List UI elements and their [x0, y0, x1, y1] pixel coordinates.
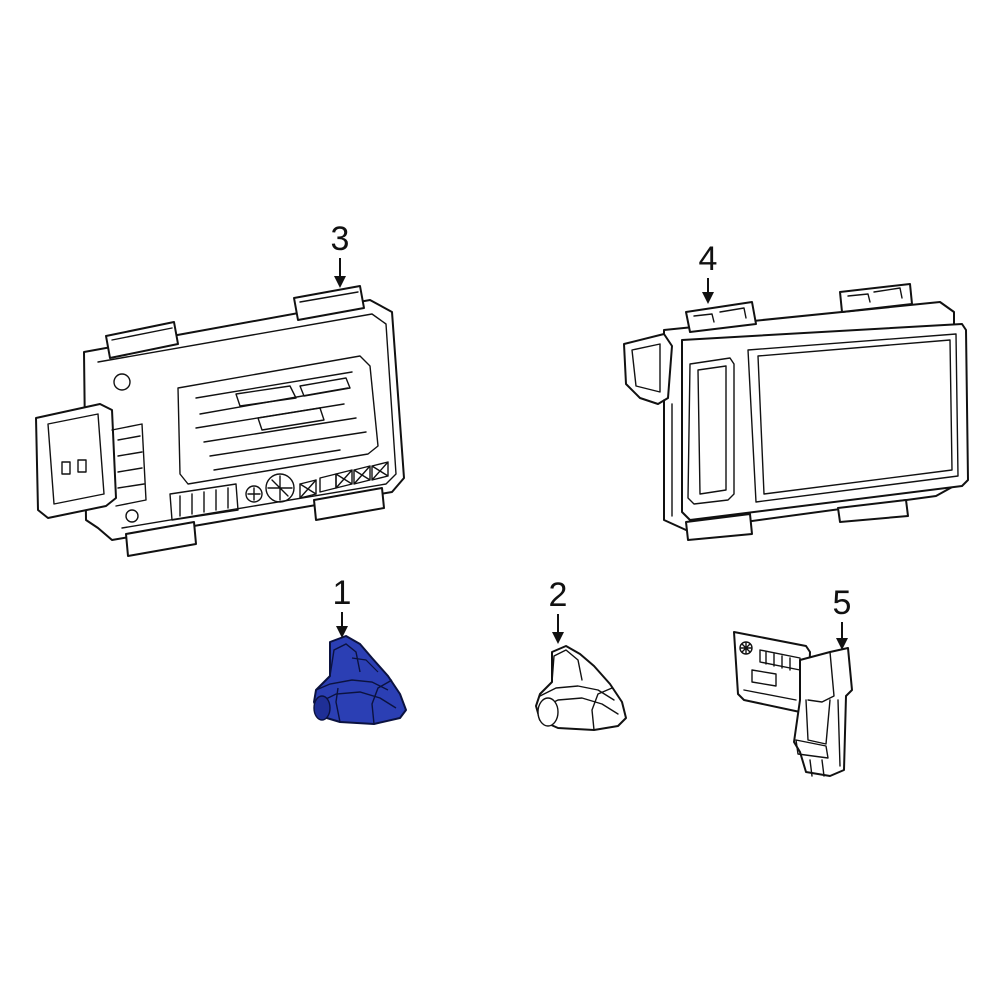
part-2-sensor[interactable]: [535, 645, 627, 731]
callout-2: 2: [549, 576, 568, 644]
part-3-control-module[interactable]: [35, 285, 405, 557]
callout-label-4: 4: [699, 240, 718, 278]
callout-arrow-4: [702, 292, 714, 304]
callout-label-5: 5: [833, 584, 852, 622]
part-4-receiver-module[interactable]: [623, 283, 969, 541]
callout-label-1: 1: [333, 574, 352, 612]
callout-arrow-5: [836, 638, 848, 650]
callout-arrow-2: [552, 632, 564, 644]
callout-1: 1: [333, 574, 352, 638]
callout-label-2: 2: [549, 576, 568, 614]
callout-label-3: 3: [331, 220, 350, 258]
callout-4: 4: [699, 240, 718, 304]
part-5-bracket[interactable]: [733, 631, 853, 777]
callout-arrow-1: [336, 626, 348, 638]
callout-arrow-3: [334, 276, 346, 288]
callout-5: 5: [833, 584, 852, 650]
part-1-sensor-highlighted[interactable]: [313, 635, 407, 725]
part-1-body: [313, 635, 407, 725]
callout-3: 3: [331, 220, 350, 288]
